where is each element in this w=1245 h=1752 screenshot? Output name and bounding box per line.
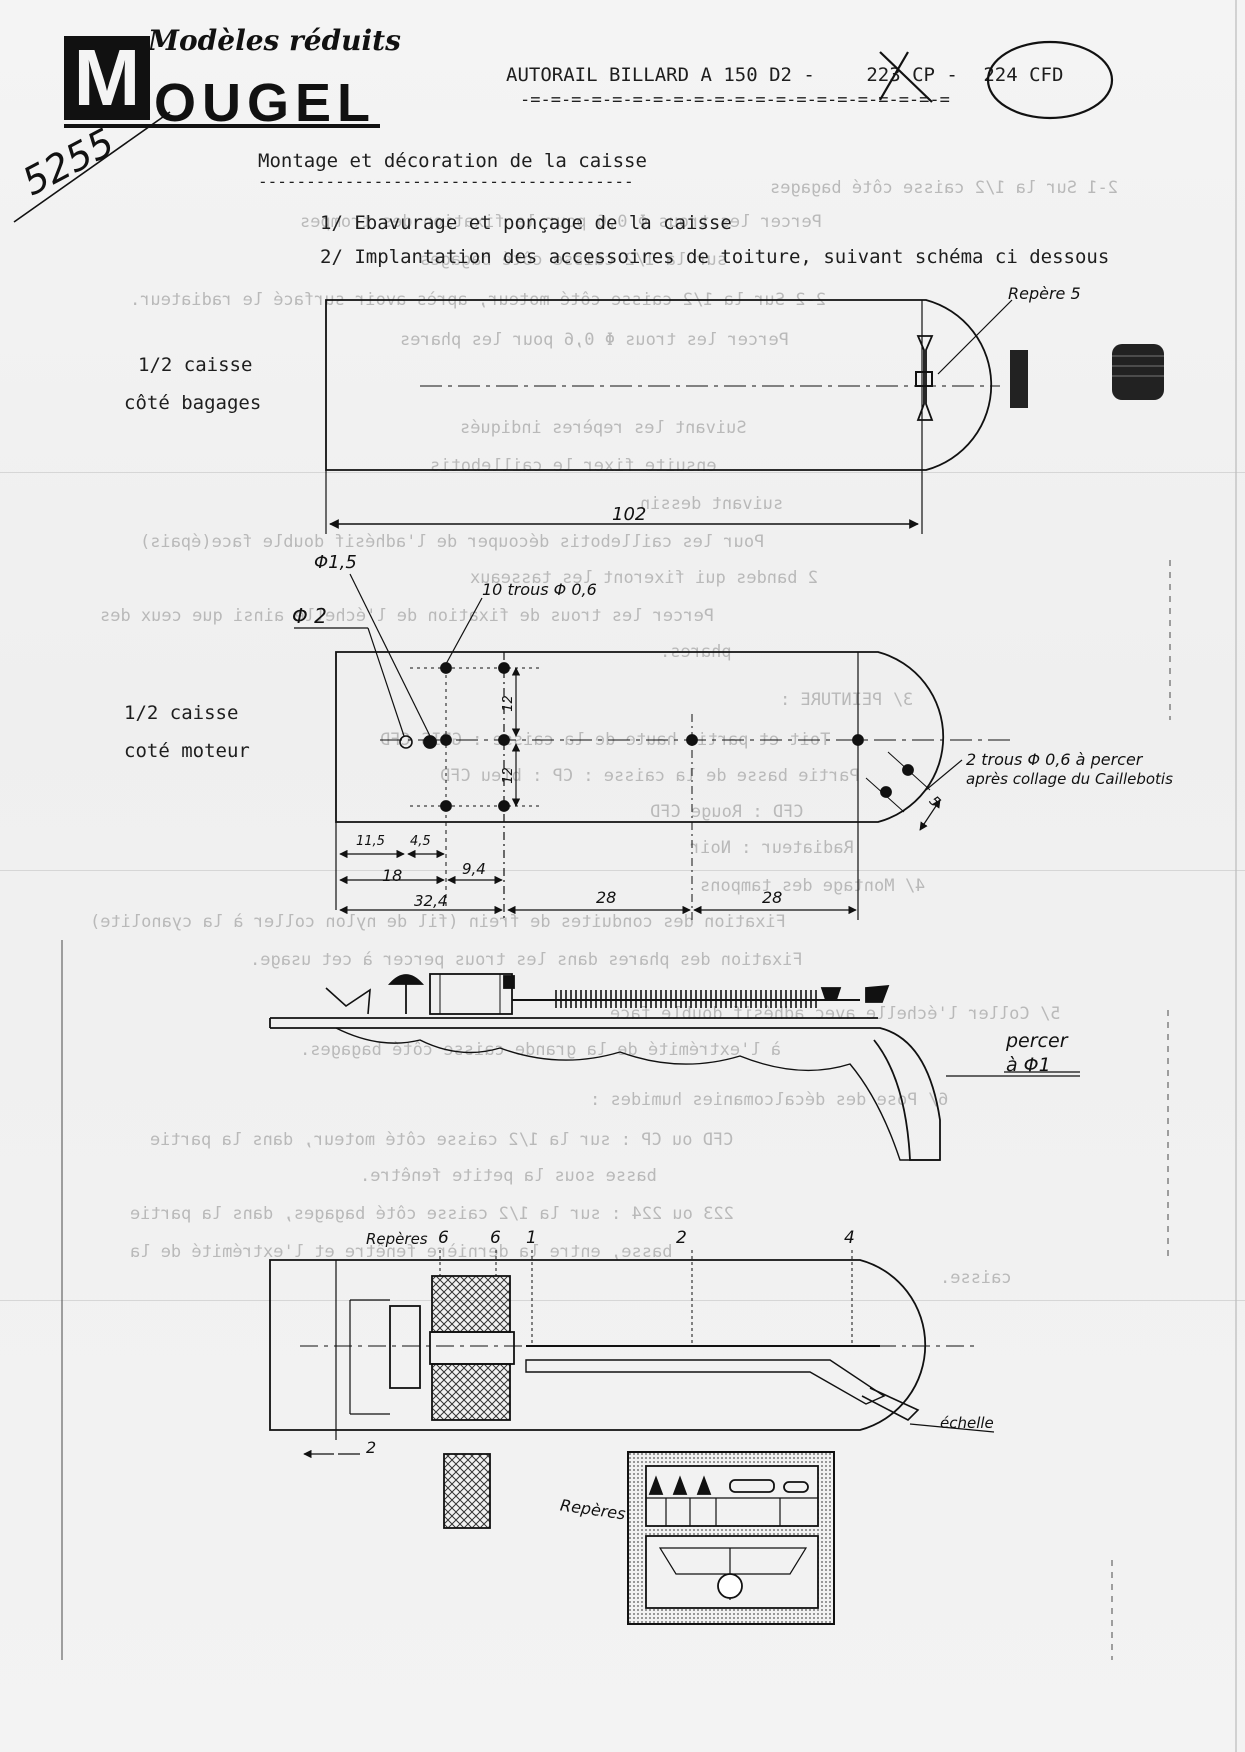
page-fold (0, 472, 1245, 473)
title-cfd: 224 CFD (983, 64, 1064, 86)
margin-marks (61, 0, 1237, 1752)
step-2: 2/ Implantation des accessoires de toitu… (320, 246, 1110, 268)
diagram2-label-2: coté moteur (124, 740, 250, 762)
diagram1-label-2: côté bagages (124, 392, 262, 414)
step-1: 1/ Ebavurage et ponçage de la caisse (320, 212, 732, 234)
mougel-logo: Modèles réduits M OUGEL (64, 24, 401, 134)
repere-number: 2 (676, 1228, 687, 1248)
percer-label-2: à Φ1 (1006, 1054, 1051, 1076)
page-fold (0, 870, 1245, 871)
page-fold (0, 1300, 1245, 1301)
diagram-3-side-view (269, 973, 1080, 1161)
two-holes-line-2: après collage du Caillebotis (966, 770, 1173, 788)
repere-number: 4 (844, 1228, 855, 1248)
header-marks (13, 40, 1114, 223)
diagram-1-body (325, 299, 1164, 534)
phi-2-label: Φ 2 (292, 604, 327, 628)
title-cp: CP - (912, 64, 958, 86)
ten-holes-label: 10 trous Φ 0,6 (482, 580, 597, 599)
logo-brand: OUGEL (154, 73, 377, 133)
title-underline: -=-=-=-=-=-=-=-=-=-=-=-=-=-=-=-=-=-=-=-=… (520, 90, 950, 110)
repere-5-label: Repère 5 (1008, 284, 1081, 303)
decal-sheet (443, 1451, 835, 1625)
logo-underline (64, 124, 380, 128)
dimension-28-a: 28 (596, 888, 617, 907)
dimension-9-4: 9,4 (462, 860, 486, 878)
dimension-2: 2 (366, 1438, 377, 1457)
diagram-2-body (294, 573, 1016, 920)
dimension-4-5: 4,5 (410, 834, 431, 849)
dimension-28-b: 28 (762, 888, 783, 907)
title-text: AUTORAIL BILLARD A 150 D2 - (506, 64, 815, 86)
phi-1-5-label: Φ1,5 (314, 552, 357, 573)
logo-initial: M (64, 36, 150, 120)
diagram-4-top-view (269, 1250, 995, 1459)
percer-label-1: percer (1006, 1030, 1068, 1052)
section-title: Montage et décoration de la caisse (258, 150, 647, 172)
dimension-32-4: 32,4 (414, 892, 448, 910)
logo-tagline: Modèles réduits (148, 24, 401, 57)
section-rule: --------------------------------------- (258, 172, 634, 191)
repere-number: 6 (438, 1228, 449, 1248)
diagram1-label-1: 1/2 caisse (138, 354, 253, 376)
dimension-11-5: 11,5 (356, 834, 385, 849)
two-holes-line-1: 2 trous Φ 0,6 à percer (966, 750, 1143, 769)
diagram2-label-1: 1/2 caisse (124, 702, 239, 724)
repere-number: 6 (490, 1228, 501, 1248)
echelle-label: échelle (940, 1414, 994, 1432)
repere-number: 1 (526, 1228, 537, 1248)
reperes-label-top: Repères (366, 1230, 428, 1248)
